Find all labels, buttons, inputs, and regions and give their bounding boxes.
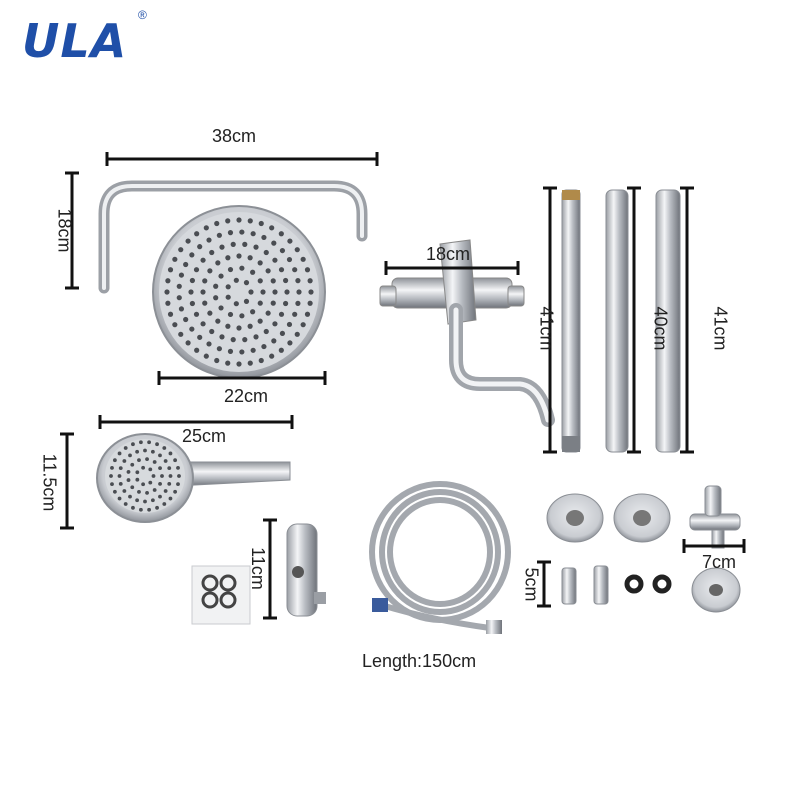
label-pipe-mid: 40cm [650,306,671,351]
riser-pipe-mid [605,189,629,453]
eccentric-connectors [561,565,609,605]
label-pipe-right: 41cm [710,306,731,351]
slide-holder [286,523,326,617]
riser-pipe-right [655,189,681,453]
hose-nut-right [486,620,502,634]
diverter-valve [689,485,741,549]
label-pipe-left: 41cm [536,306,557,351]
dim-line-hand-shower [60,415,294,530]
escutcheon-right [613,493,671,543]
dim-line-connector [537,560,551,608]
rain-shower-head [152,205,326,379]
dim-line-arm-height [65,171,79,290]
hand-shower [96,433,291,523]
dim-line-mixer [384,261,520,275]
dim-line-arm [105,152,379,166]
escutcheon-left [546,493,604,543]
label-arm: 38cm [212,126,257,146]
wall-mixer [379,239,555,427]
label-rain-head: 22cm [224,386,269,406]
rubber-washers [624,574,672,594]
label-diverter: 7cm [702,552,737,572]
screw-pack [191,565,251,625]
dim-line-rain-head [157,371,327,385]
wall-flange [691,567,741,613]
brand-logo: ULA [22,14,128,68]
label-connector: 5cm [521,567,542,602]
label-mixer: 18cm [426,244,471,264]
shower-hose [369,481,511,631]
hose-nut-left [372,598,388,612]
dim-lines-pipes [543,186,694,454]
label-hand-shower-length: 25cm [182,426,227,446]
dim-line-holder [263,518,277,620]
label-arm-height: 18cm [54,208,75,253]
label-hose-length: Length:150cm [362,651,477,671]
riser-pipe-left [561,189,581,453]
label-hand-shower-height: 11.5cm [39,453,60,512]
label-holder: 11cm [247,547,268,590]
dim-line-diverter [682,539,746,553]
registered-mark: ® [138,8,147,22]
